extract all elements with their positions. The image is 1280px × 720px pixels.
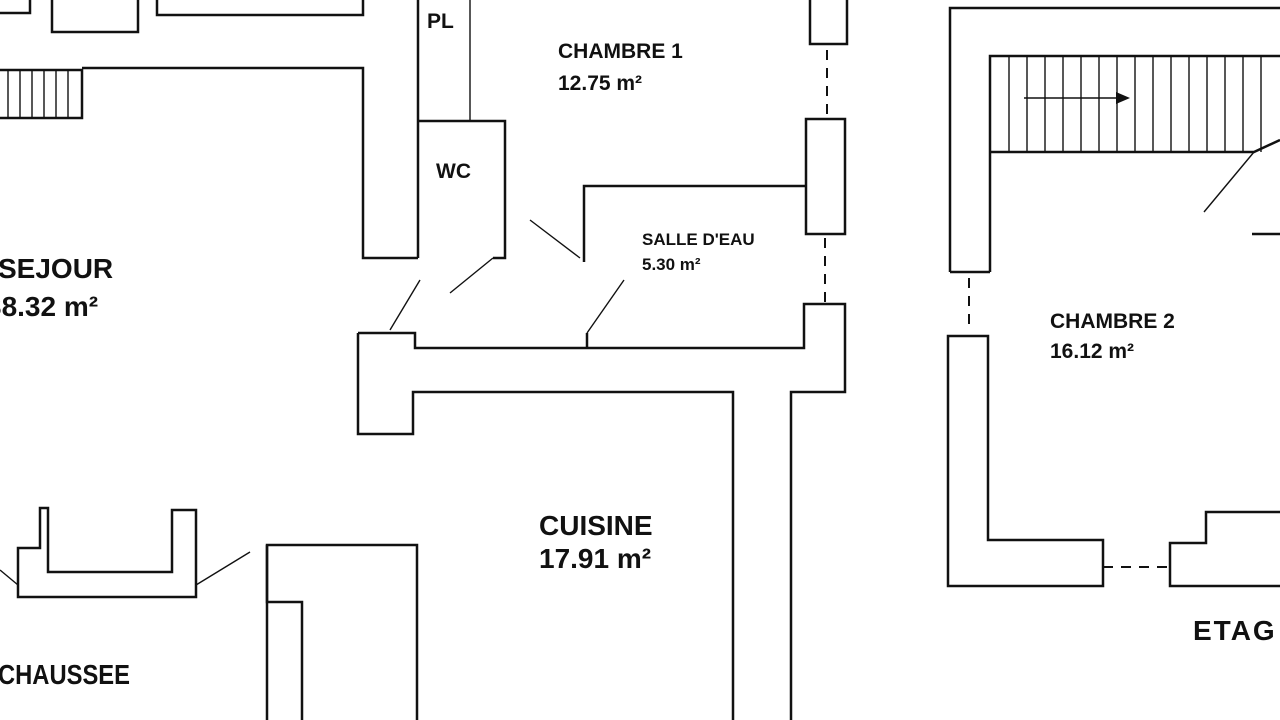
room-area-cuisine: 17.91 m² [539, 543, 651, 574]
room-area-salle-eau: 5.30 m² [642, 255, 701, 274]
walls-top-left [0, 0, 365, 34]
stairs-left [0, 68, 84, 120]
walls-chambre2 [946, 6, 1280, 588]
stairs-right [990, 56, 1280, 213]
room-name-chambre2: CHAMBRE 2 [1050, 310, 1175, 333]
room-name-cuisine: CUISINE [539, 510, 653, 541]
walls-bottom-left [0, 506, 419, 720]
wc-block [389, 119, 507, 331]
wc-label: WC [436, 160, 471, 183]
walls-cuisine-top [356, 302, 847, 720]
floor-label-rez-chaussee: CHAUSSEE [0, 659, 130, 690]
room-area-chambre2: 16.12 m² [1050, 340, 1134, 363]
room-name-chambre1: CHAMBRE 1 [558, 40, 683, 63]
room-area-sejour: 38.32 m² [0, 291, 98, 322]
walls-sejour [82, 0, 471, 260]
room-name-salle-eau: SALLE D'EAU [642, 230, 755, 249]
placard-label: PL [427, 10, 454, 33]
room-name-sejour: SEJOUR [0, 253, 113, 284]
floor-label-etage: ETAG [1193, 615, 1277, 646]
walls-salle-eau [529, 0, 849, 348]
stair-direction-arrow-icon [1024, 92, 1130, 104]
room-area-chambre1: 12.75 m² [558, 72, 642, 95]
